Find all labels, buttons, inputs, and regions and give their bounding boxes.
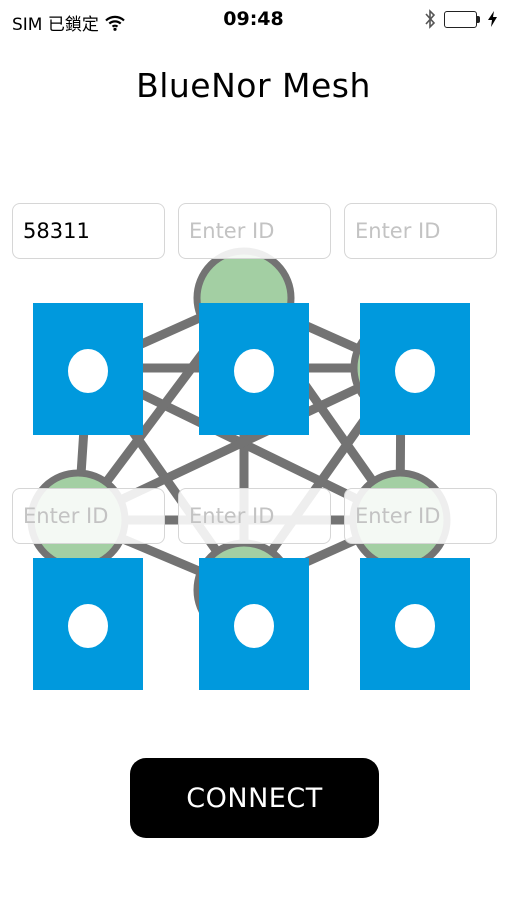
status-bar: SIM 已鎖定 09:48 (0, 0, 507, 40)
node-box-2[interactable] (199, 303, 309, 435)
status-left: SIM 已鎖定 (12, 10, 125, 35)
id-input-4[interactable] (12, 488, 165, 544)
charging-bolt-icon (488, 11, 497, 27)
carrier-label: SIM 已鎖定 (12, 15, 99, 35)
id-input-5[interactable] (178, 488, 331, 544)
id-input-1[interactable] (12, 203, 165, 259)
connect-button[interactable]: CONNECT (130, 758, 379, 838)
node-dot (68, 604, 108, 648)
app-title: BlueNor Mesh (136, 66, 371, 105)
node-box-6[interactable] (360, 558, 470, 690)
node-box-5[interactable] (199, 558, 309, 690)
id-input-3[interactable] (344, 203, 497, 259)
node-box-1[interactable] (33, 303, 143, 435)
node-dot (234, 349, 274, 393)
battery-icon (444, 10, 480, 28)
node-box-3[interactable] (360, 303, 470, 435)
node-dot (234, 604, 274, 648)
node-box-4[interactable] (33, 558, 143, 690)
id-input-2[interactable] (178, 203, 331, 259)
status-right (424, 9, 497, 29)
node-dot (68, 349, 108, 393)
bluetooth-icon (424, 9, 436, 29)
node-dot (395, 604, 435, 648)
node-dot (395, 349, 435, 393)
wifi-icon (105, 15, 125, 31)
id-input-6[interactable] (344, 488, 497, 544)
status-time: 09:48 (223, 8, 284, 30)
